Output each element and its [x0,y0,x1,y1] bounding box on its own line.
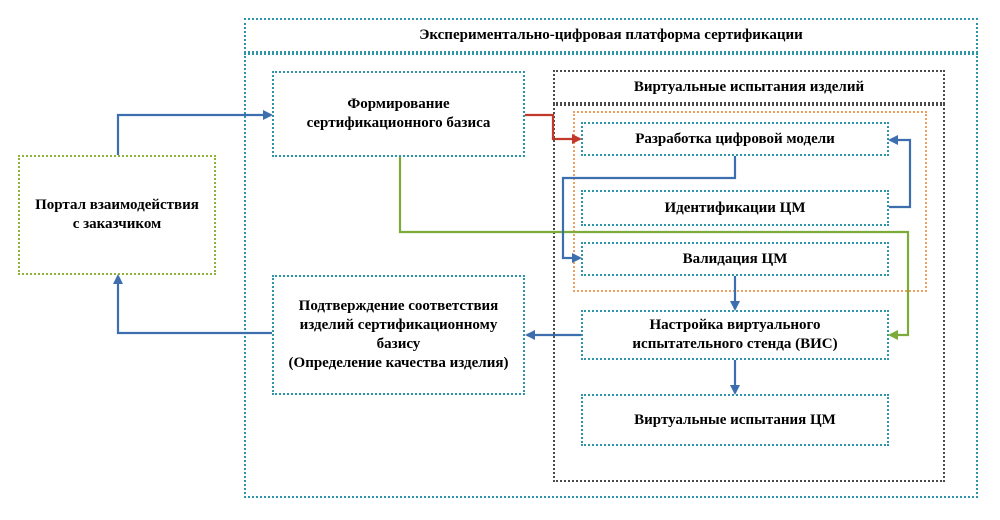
development-label: Разработка цифровой модели [635,130,835,147]
validation-label: Валидация ЦМ [682,250,788,267]
platform-title-text: Экспериментально-цифровая платформа серт… [419,27,803,43]
stand-label: Настройка виртуального испытательного ст… [632,317,838,352]
validation-box: Валидация ЦМ [581,242,889,276]
identification-box: Идентификации ЦМ [581,190,889,226]
formation-box: Формирование сертификационного базиса [272,71,525,157]
virtual-tests-region [553,104,945,482]
platform-title: Экспериментально-цифровая платформа серт… [244,18,978,53]
cm-tests-label: Виртуальные испытания ЦМ [634,411,836,428]
arrow-formation-to-development [525,113,582,144]
confirmation-label: Подтверждение соответствия изделий серти… [288,298,509,371]
cm-tests-box: Виртуальные испытания ЦМ [581,394,889,446]
model-group-region [573,111,927,292]
arrow-formation-to-stand [398,157,910,340]
platform-region [244,53,978,498]
virtual-tests-title-text: Виртуальные испытания изделий [633,78,865,95]
stand-box: Настройка виртуального испытательного ст… [581,310,889,360]
confirmation-box: Подтверждение соответствия изделий серти… [272,275,525,395]
portal-label: Портал взаимодействия с заказчиком [35,197,199,232]
arrow-identification-to-development [888,135,912,209]
arrow-confirmation-to-portal [113,274,272,335]
arrow-development-to-validation [561,156,737,263]
formation-label: Формирование сертификационного базиса [306,96,491,131]
virtual-tests-title: Виртуальные испытания изделий [553,70,945,104]
arrow-portal-to-formation [116,110,273,155]
identification-label: Идентификации ЦМ [664,199,806,216]
